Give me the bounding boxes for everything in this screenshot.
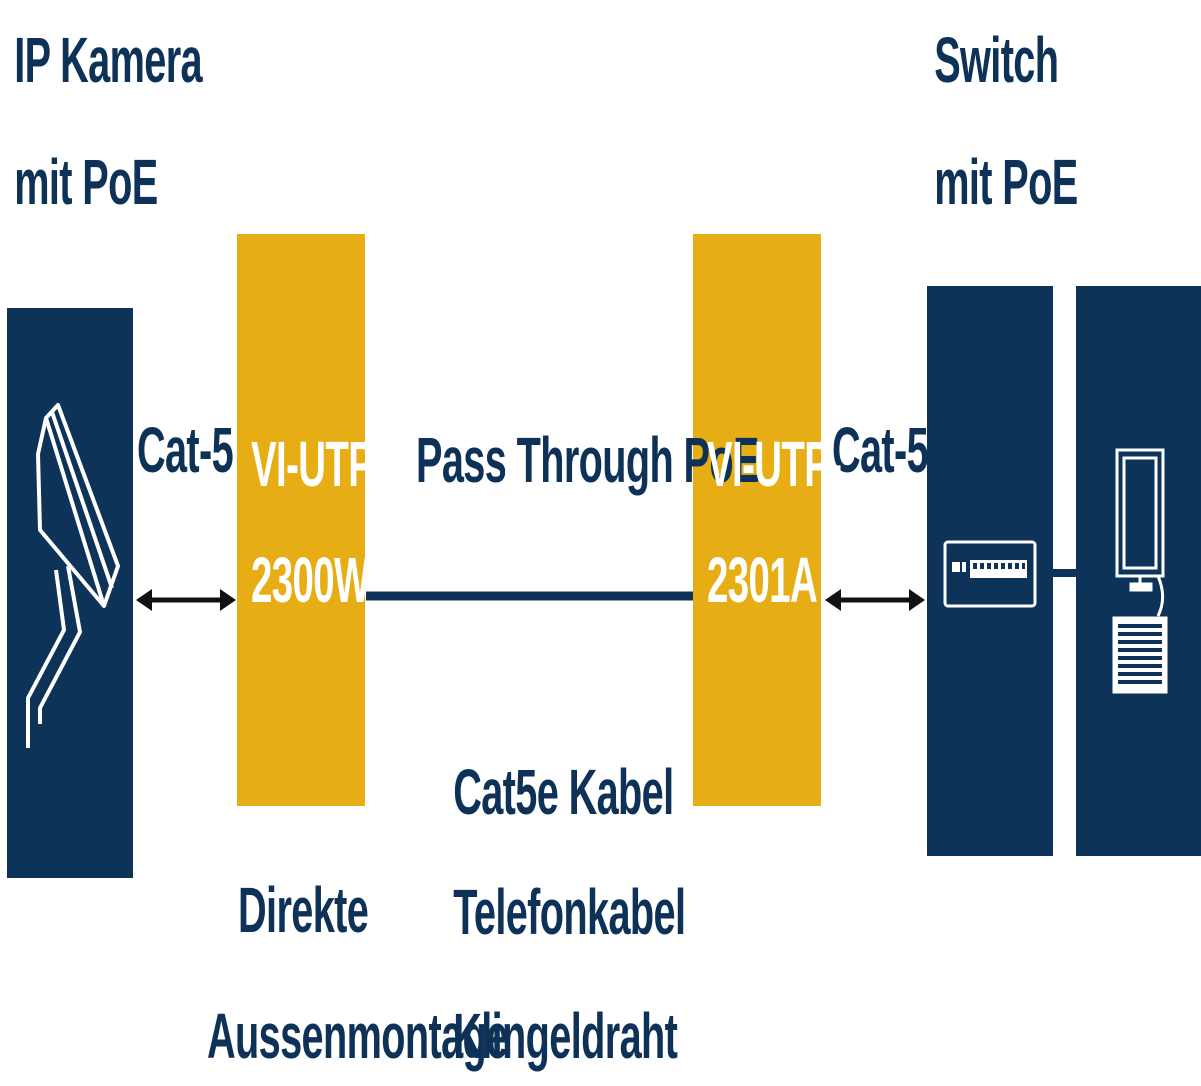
device-right-label-line2: 2301A: [707, 544, 818, 616]
computer-icon: [1112, 448, 1168, 694]
device-left-box: [237, 234, 365, 806]
mounting-line1: Direkte: [238, 874, 369, 946]
left-double-arrow: [136, 589, 236, 611]
cable-type-3: Klingeldraht: [453, 1000, 678, 1072]
mounting-line2: Aussenmontage: [207, 1000, 508, 1072]
device-left-label-line2: 2300W: [251, 544, 370, 616]
device-right-label-line1: VI-UTP-: [707, 428, 842, 500]
right-double-arrow: [825, 589, 925, 611]
computer-panel: [1076, 286, 1201, 856]
switch-icon: [943, 540, 1037, 608]
right-cable-label: Cat-5: [831, 414, 929, 486]
cable-type-1: Cat5e Kabel: [453, 756, 674, 828]
camera-panel: [7, 308, 133, 878]
camera-icon: [26, 403, 120, 748]
pass-through-label: Pass Through PoE: [416, 424, 759, 496]
left-cable-label: Cat-5: [136, 414, 234, 486]
device-right-box: [693, 234, 821, 806]
device-left-label-line1: VI-UTP-: [251, 428, 386, 500]
switch-title-line1: Switch: [934, 24, 1059, 96]
cable-type-2: Telefonkabel: [453, 876, 686, 948]
